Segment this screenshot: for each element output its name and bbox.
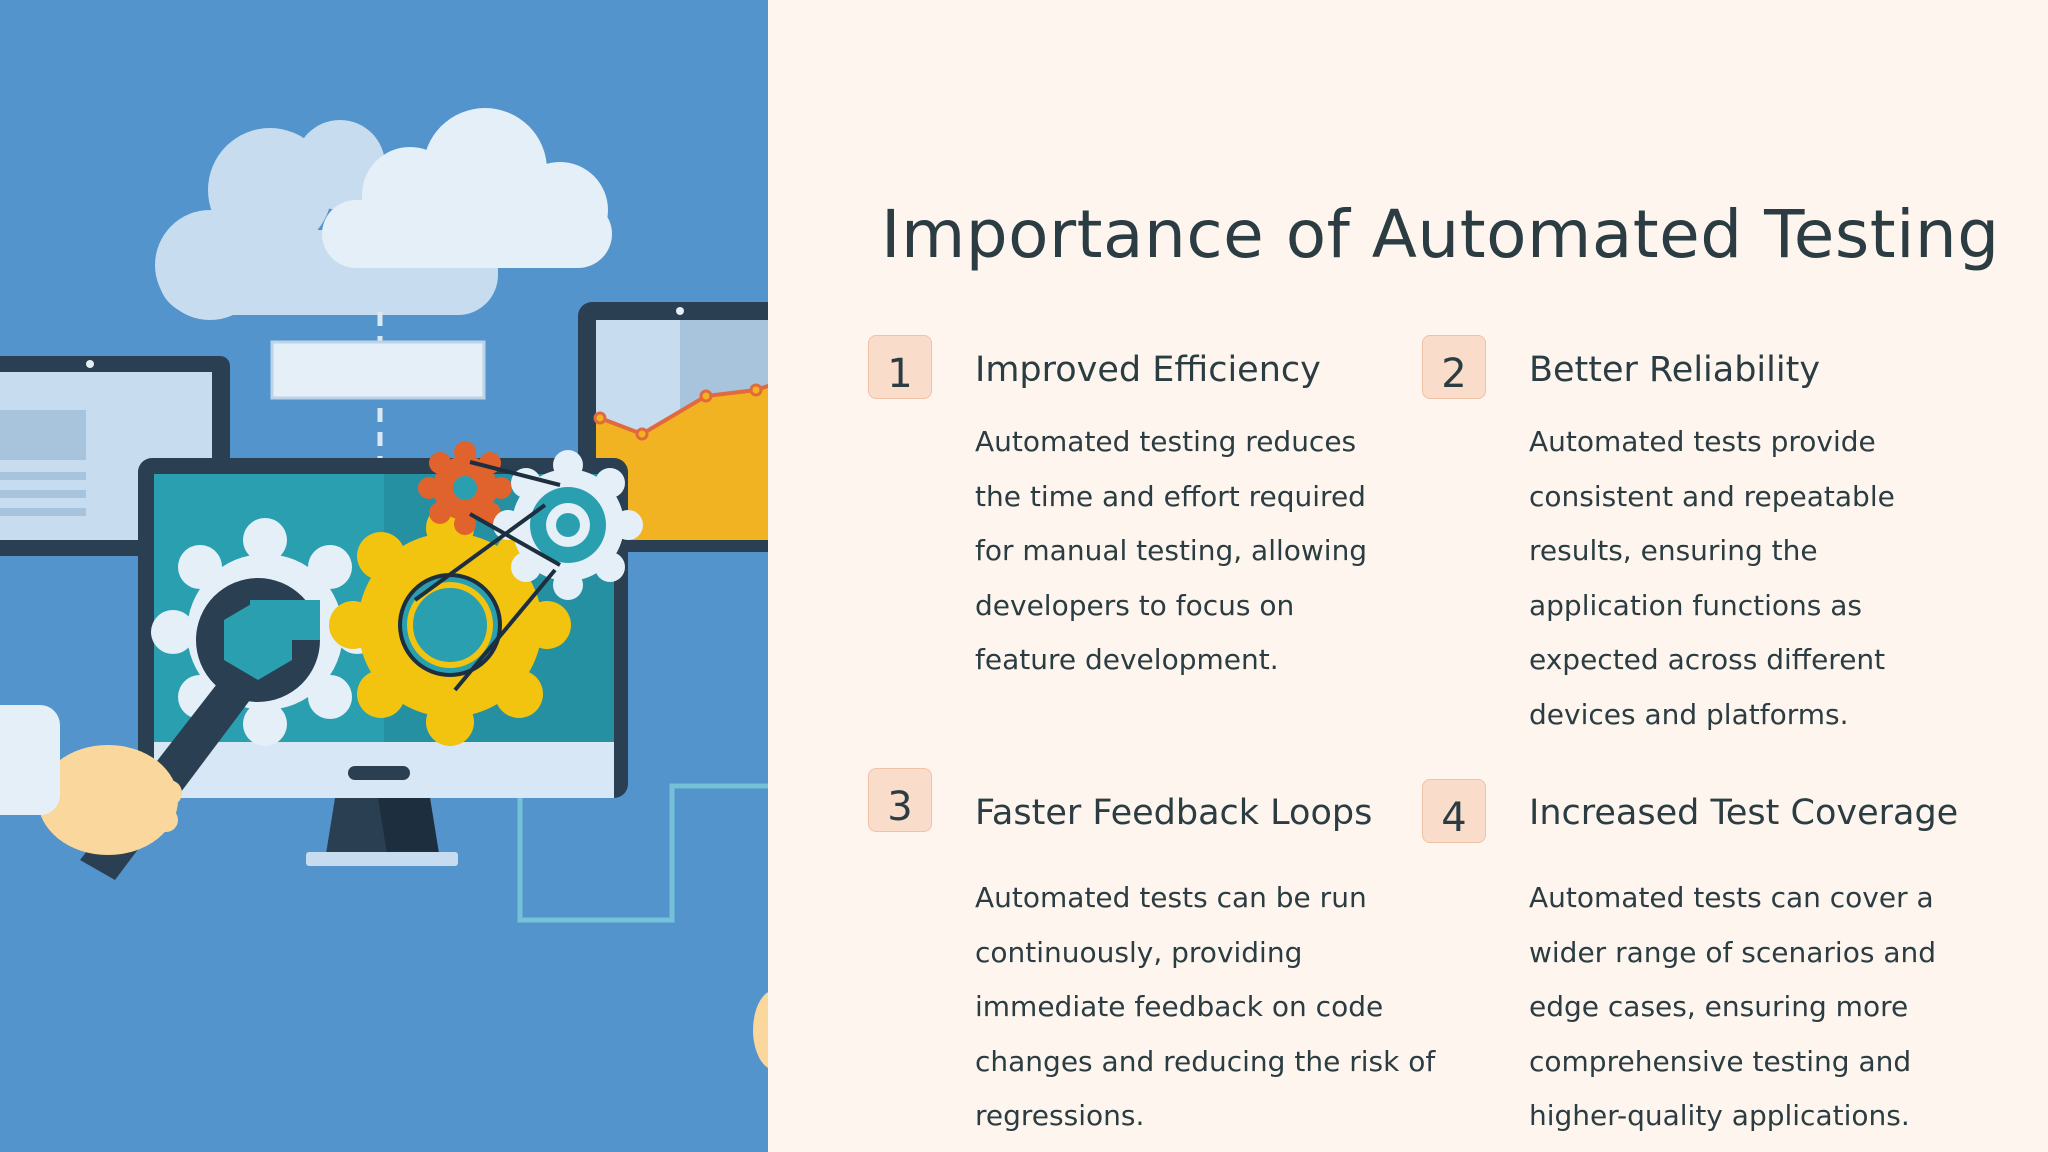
item-body-3: Automated tests can be run continuously,… bbox=[975, 881, 1436, 1132]
hand-icon bbox=[0, 705, 182, 855]
item-body-4: Automated tests can cover a wider range … bbox=[1529, 881, 1936, 1132]
gear-icon-small bbox=[418, 441, 512, 535]
automation-illustration bbox=[0, 0, 768, 1152]
item-heading-3: Faster Feedback Loops bbox=[975, 793, 1373, 833]
item-body-1: Automated testing reduces the time and e… bbox=[975, 425, 1368, 676]
item-number-badge-2: 2 bbox=[1422, 335, 1486, 399]
slide-title: Importance of Automated Testing bbox=[881, 196, 2000, 273]
item-heading-2: Better Reliability bbox=[1529, 350, 1821, 390]
item-number-badge-3: 3 bbox=[868, 768, 932, 832]
item-heading-4: Increased Test Coverage bbox=[1529, 793, 1959, 833]
testing-tools-illustration bbox=[0, 0, 768, 1152]
item-number-badge-1: 1 bbox=[868, 335, 932, 399]
belt-icon bbox=[413, 460, 561, 692]
item-body-2: Automated tests provide consistent and r… bbox=[1529, 425, 1895, 731]
item-heading-1: Improved Efficiency bbox=[975, 350, 1321, 390]
cloud-icon bbox=[155, 108, 612, 320]
item-number-badge-4: 4 bbox=[1422, 779, 1486, 843]
gear-icon-large bbox=[329, 504, 571, 746]
